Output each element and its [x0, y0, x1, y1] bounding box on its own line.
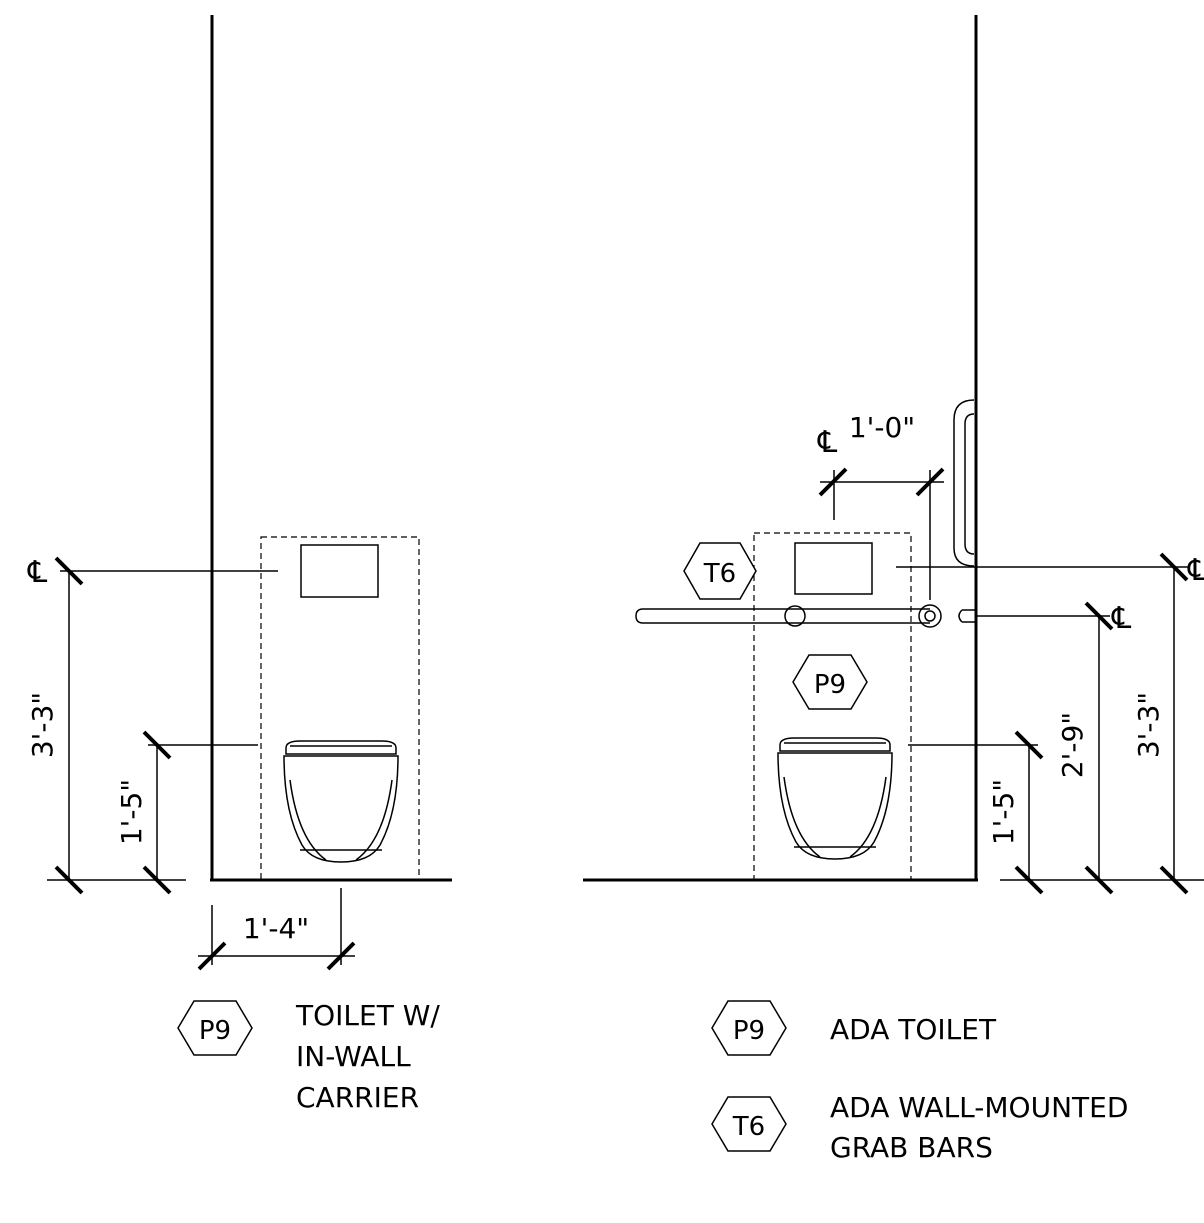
flush-plate [300, 544, 379, 598]
right-legend: P9 ADA TOILET T6 ADA WALL-MOUNTED GRAB B… [711, 1000, 1128, 1164]
right-tag-p9: P9 [792, 654, 868, 710]
left-tag-hexagon [177, 1000, 253, 1056]
right-legend-t6-line-2: GRAB BARS [830, 1131, 993, 1164]
horizontal-grab-bar [635, 604, 976, 628]
right-centerline-mark-flush: ℄ [1187, 553, 1204, 588]
vertical-grab-bar [953, 399, 975, 567]
right-tag-t6: T6 [683, 542, 757, 600]
left-dim-flush-plate: ℄ 3'-3" [26, 555, 278, 895]
left-elevation: ℄ 3'-3" 1'-5" 1'-4" P9 TOILET W/ IN [26, 15, 452, 1114]
left-dim-bowl-text: 1'-5" [115, 779, 148, 845]
right-tag-p9-label: P9 [814, 670, 846, 700]
in-wall-carrier-outline [260, 536, 420, 881]
left-legend-line-1: TOILET W/ [295, 999, 440, 1032]
right-tag-t6-label: T6 [703, 559, 736, 589]
right-legend-p9-hexagon [711, 1000, 787, 1056]
right-dim-bowl-text: 1'-5" [987, 779, 1020, 845]
left-centerline-mark: ℄ [27, 555, 47, 590]
ada-toilet [777, 737, 893, 860]
right-legend-t6-hexagon [711, 1096, 787, 1152]
left-dim-carrier-width-text: 1'-4" [243, 912, 309, 945]
right-dim-grabbar-height-text: 2'-9" [1056, 712, 1089, 778]
right-legend-p9-tag: P9 [733, 1016, 765, 1046]
right-legend-t6-line-1: ADA WALL-MOUNTED [830, 1091, 1128, 1124]
right-dim-bowl: 1'-5" [908, 730, 1044, 895]
right-dim-grabbar-offset: ℄ 1'-0" [817, 411, 945, 600]
ada-flush-plate [794, 542, 873, 595]
wall-hung-toilet [283, 740, 399, 863]
ada-carrier-outline [753, 532, 912, 881]
left-legend: P9 TOILET W/ IN-WALL CARRIER [177, 999, 440, 1114]
left-legend-line-3: CARRIER [296, 1081, 419, 1114]
right-centerline-mark-top: ℄ [817, 425, 837, 460]
left-dim-carrier-width: 1'-4" [197, 888, 356, 971]
right-centerline-mark-grabbar: ℄ [1111, 601, 1131, 636]
right-dim-flush-plate: ℄ 3'-3" [896, 552, 1204, 895]
left-dim-bowl: 1'-5" [115, 730, 258, 895]
right-dim-flush-plate-text: 3'-3" [1132, 692, 1165, 758]
right-elevation: T6 P9 ℄ 1'-0" [583, 15, 1204, 1164]
right-legend-t6-tag: T6 [732, 1112, 765, 1142]
left-tag-label: P9 [199, 1016, 231, 1046]
left-legend-line-2: IN-WALL [296, 1040, 411, 1073]
right-legend-p9-text: ADA TOILET [830, 1013, 997, 1046]
right-dim-grabbar-height: ℄ 2'-9" [976, 601, 1131, 895]
left-dim-flush-plate-text: 3'-3" [26, 692, 59, 758]
right-dim-grabbar-offset-text: 1'-0" [849, 411, 915, 444]
